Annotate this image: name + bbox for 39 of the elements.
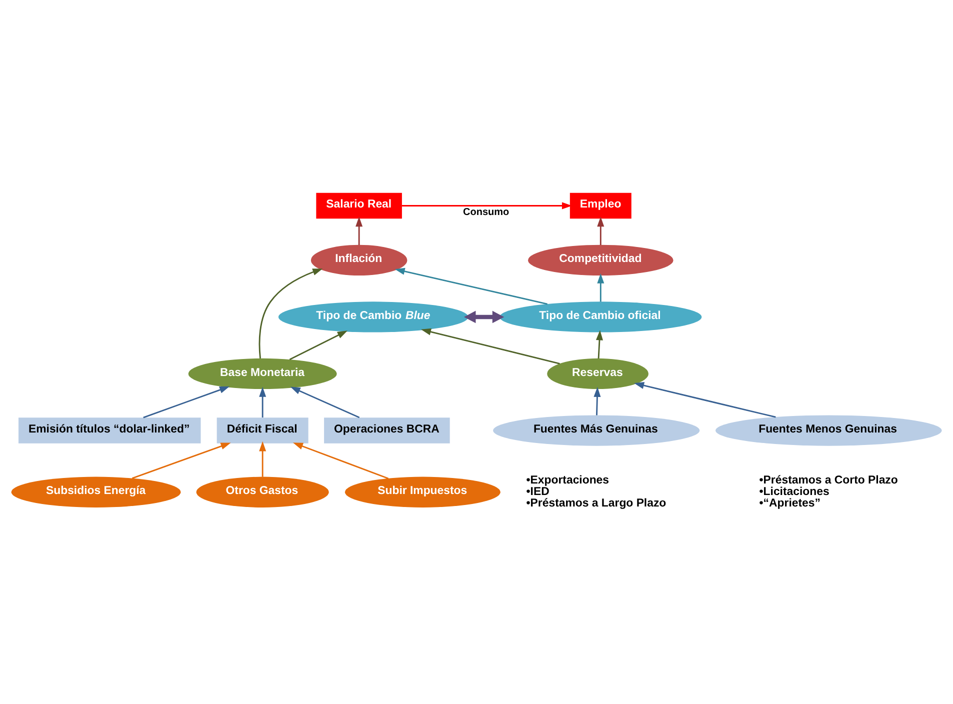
arrow [258, 268, 323, 358]
arrow [143, 386, 230, 418]
node-ellipse: Fuentes Menos Genuinas [716, 414, 942, 446]
arrow [290, 386, 360, 418]
node-ellipse: Tipo de Cambio oficial [500, 301, 702, 332]
node-box: Operaciones BCRA [324, 417, 450, 443]
node-label: •Préstamos a Corto Plazo [759, 474, 898, 486]
node-ellipse: Fuentes Más Genuinas [493, 414, 700, 446]
arrow [597, 216, 604, 244]
node-box: Empleo [570, 192, 632, 218]
arrow [356, 216, 363, 244]
arrow [464, 310, 504, 323]
arrow [597, 272, 604, 302]
node-ellipse: Otros Gastos [196, 476, 329, 507]
node-ellipse: Subir Impuestos [344, 476, 500, 507]
node-ellipse: Subsidios Energía [11, 476, 181, 507]
node-ellipse: Competitividad [528, 244, 674, 276]
node-label: •“Aprietes” [759, 496, 820, 509]
arrow [594, 386, 601, 415]
arrow [402, 202, 572, 209]
node-ellipse: Base Monetaria [188, 358, 337, 389]
arrow [132, 442, 231, 479]
arrow [394, 267, 548, 304]
node-label: •Exportaciones [526, 474, 610, 486]
node-label: •IED [526, 485, 550, 498]
node-box: Emisión títulos “dolar-linked” [18, 417, 201, 443]
node-label: •Licitaciones [759, 485, 830, 498]
node-label: •Préstamos a Largo Plazo [526, 496, 666, 509]
arrow [420, 328, 560, 364]
arrow [259, 440, 266, 476]
arrow [259, 386, 266, 417]
node-ellipse: Tipo de Cambio Blue [278, 301, 468, 332]
arrow [289, 330, 348, 360]
arrow [596, 330, 603, 358]
arrow [634, 382, 776, 418]
node-box: Déficit Fiscal [216, 417, 308, 443]
node-box: Salario Real [316, 192, 402, 218]
edge-label: Consumo [463, 206, 510, 218]
arrow [292, 442, 389, 479]
